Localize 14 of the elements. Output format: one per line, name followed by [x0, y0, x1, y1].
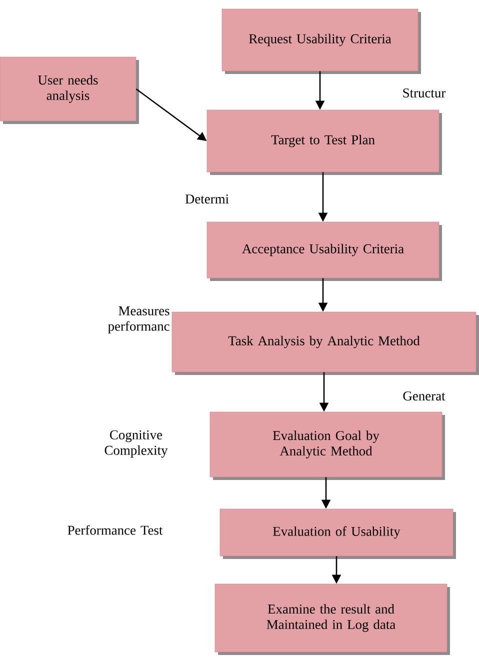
process-box: Examine the result and Maintained in Log data: [214, 584, 450, 655]
process-box: Evaluation of Usability: [220, 508, 456, 559]
process-box: Request Usability Criteria: [222, 8, 421, 74]
process-box: Acceptance Usability Criteria: [206, 222, 442, 281]
process-box: Task Analysis by Analytic Method: [172, 312, 479, 375]
annotation-text: Generat: [403, 391, 446, 400]
process-box: Evaluation Goal by Analytic Method: [210, 412, 445, 480]
process-box: Target to Test Plan: [206, 110, 442, 175]
annotation-text: Determi: [185, 194, 229, 204]
annotation-text: Measures performanc: [108, 306, 170, 334]
annotation-text: Performance Test: [68, 525, 163, 535]
annotation-text: Cognitive Complexity: [104, 430, 168, 458]
process-box: User needs analysis: [0, 56, 139, 124]
annotation-text: Structur: [403, 88, 446, 98]
